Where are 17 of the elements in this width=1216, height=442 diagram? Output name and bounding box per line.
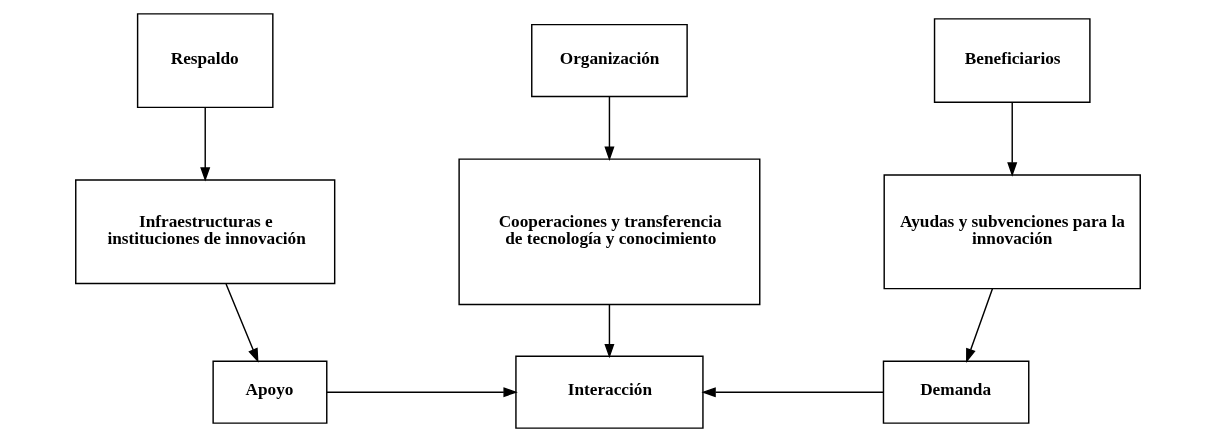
arrow: [326, 387, 518, 398]
arrow: [966, 288, 994, 363]
arrow: [1007, 101, 1018, 177]
arrow: [200, 106, 211, 182]
node-box: Organización: [531, 23, 688, 98]
node-box: Ayudas y subvenciones para la innovación: [883, 174, 1141, 290]
node-box: Beneficiarios: [933, 18, 1091, 104]
node-box: Cooperaciones y transferencia de tecnología y conocimiento: [458, 158, 761, 306]
arrow: [604, 303, 615, 359]
node-box: Apoyo: [212, 360, 328, 424]
node-box: Respaldo: [136, 13, 274, 109]
node-box: Demanda: [882, 360, 1030, 424]
node-box: Infraestructuras e instituciones de innovación: [75, 179, 336, 285]
node-box: Interacción: [515, 355, 704, 429]
arrow: [225, 283, 259, 363]
arrow: [701, 387, 884, 398]
arrow: [604, 96, 615, 161]
